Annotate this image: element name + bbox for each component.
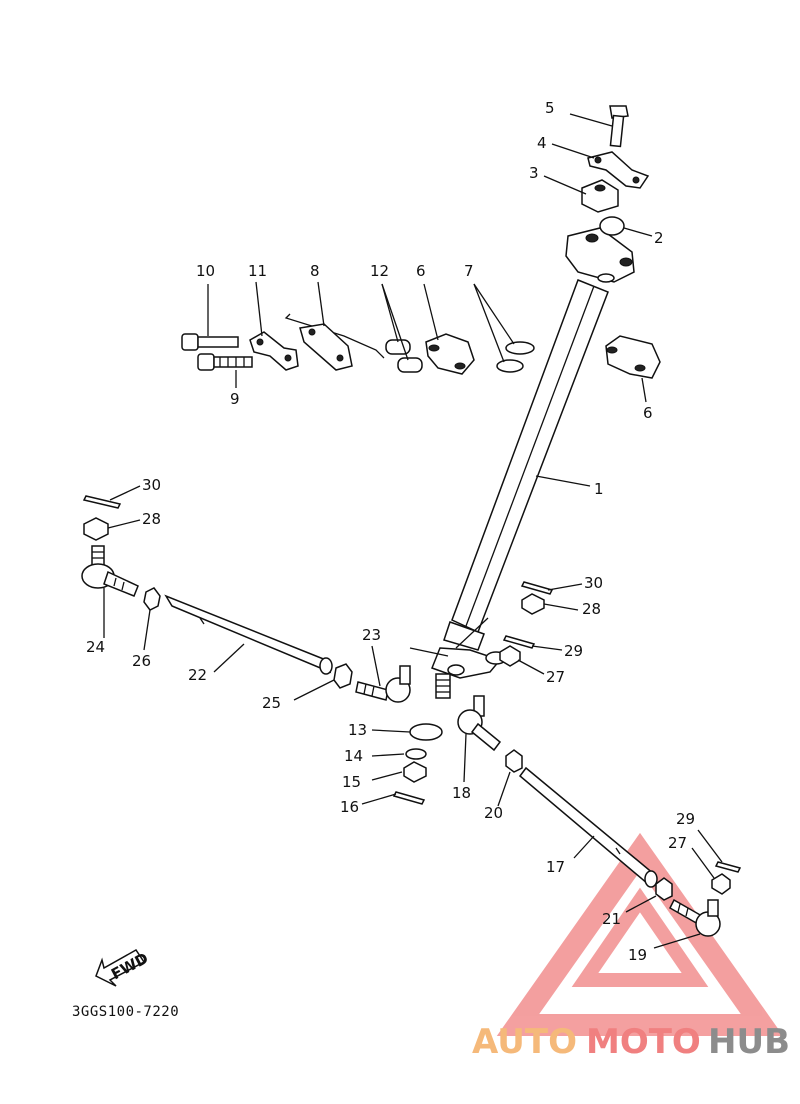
column-top-bracket — [565, 227, 635, 283]
label-20: 20 — [484, 804, 503, 822]
label-28b: 28 — [582, 600, 601, 618]
part-28-nut-right — [521, 593, 545, 615]
part-9-bolt — [197, 353, 253, 371]
label-30b: 30 — [584, 574, 603, 592]
part-10-bolt — [181, 333, 239, 351]
part-labels: 1 2 3 4 5 6 6 7 8 9 10 11 12 13 14 15 16… — [86, 99, 695, 964]
part-24-tie-rod-end-left — [81, 545, 139, 597]
part-23-tie-rod-end — [355, 665, 411, 703]
part-15-nut — [403, 761, 427, 783]
part-4-plate — [587, 151, 650, 189]
label-12: 12 — [370, 262, 389, 280]
label-30a: 30 — [142, 476, 161, 494]
part-3-holder — [581, 179, 619, 213]
part-28-nut-left — [83, 517, 109, 541]
label-2: 2 — [654, 229, 664, 247]
label-13: 13 — [348, 721, 367, 739]
label-3: 3 — [529, 164, 539, 182]
part-21-nut — [655, 877, 673, 901]
fwd-arrow-icon: FWD — [95, 949, 151, 987]
part-8-arm — [284, 313, 385, 371]
part-17-tie-rod-right — [518, 766, 658, 888]
label-6a: 6 — [416, 262, 426, 280]
label-29a: 29 — [564, 642, 583, 660]
label-11: 11 — [248, 262, 267, 280]
part-19-tie-rod-end — [669, 898, 721, 937]
watermark-part3: HUB — [708, 1022, 790, 1062]
part-25-nut — [333, 663, 353, 689]
label-5: 5 — [545, 99, 555, 117]
label-25: 25 — [262, 694, 281, 712]
part-2-bushing — [599, 216, 625, 236]
label-27a: 27 — [546, 668, 565, 686]
label-16: 16 — [340, 798, 359, 816]
part-18-tie-rod-end — [457, 695, 502, 752]
label-23: 23 — [362, 626, 381, 644]
part-6-holder-right — [605, 335, 661, 379]
label-22: 22 — [188, 666, 207, 684]
label-7: 7 — [464, 262, 474, 280]
part-29-cotter-pin-right — [502, 635, 536, 649]
part-26-nut — [143, 587, 161, 611]
part-16-cotter-pin — [392, 791, 426, 805]
label-26: 26 — [132, 652, 151, 670]
label-17: 17 — [546, 858, 565, 876]
label-18: 18 — [452, 784, 471, 802]
label-29b: 29 — [676, 810, 695, 828]
watermark-part2: MOTO — [586, 1022, 701, 1062]
label-19: 19 — [628, 946, 647, 964]
label-4: 4 — [537, 134, 547, 152]
part-27-nut-right — [499, 645, 521, 667]
part-30-cotter-pin-right — [520, 581, 554, 595]
label-8: 8 — [310, 262, 320, 280]
label-6b: 6 — [643, 404, 653, 422]
watermark-part1: AUTO — [472, 1022, 577, 1062]
part-12-collars — [385, 339, 423, 373]
part-27-nut-lower — [711, 873, 731, 895]
part-7-washers — [496, 341, 535, 373]
watermark-text: AUTO MOTO HUB — [472, 1022, 790, 1062]
part-11-plate — [249, 331, 299, 371]
part-29-cotter-pin-lower — [714, 861, 742, 873]
label-14: 14 — [344, 747, 363, 765]
label-1: 1 — [594, 480, 604, 498]
label-27b: 27 — [668, 834, 687, 852]
label-10: 10 — [196, 262, 215, 280]
part-6-holder-left — [425, 333, 475, 375]
label-15: 15 — [342, 773, 361, 791]
part-14-washer — [405, 748, 427, 760]
catalog-code: 3GGS100-7220 — [72, 1004, 179, 1020]
label-21: 21 — [602, 910, 621, 928]
label-24: 24 — [86, 638, 105, 656]
part-22-tie-rod-left — [164, 594, 333, 675]
watermark-logo — [496, 832, 784, 1036]
label-28a: 28 — [142, 510, 161, 528]
label-9: 9 — [230, 390, 240, 408]
part-20-nut — [505, 749, 523, 773]
part-30-cotter-pin-left — [82, 495, 122, 509]
part-5-bolt — [609, 105, 629, 148]
leader-lines — [103, 113, 723, 949]
part-13-washer — [409, 723, 443, 741]
